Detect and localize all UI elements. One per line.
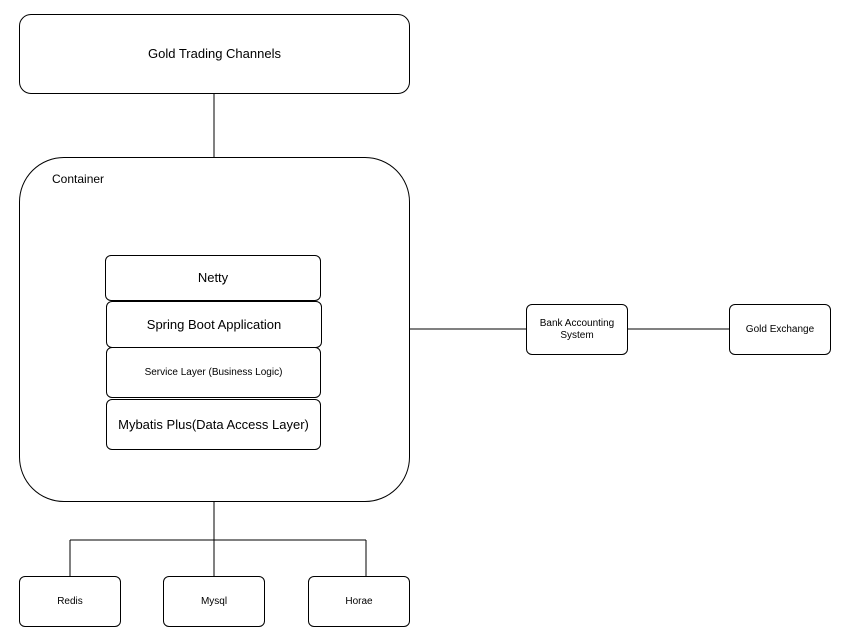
gold-trading-channels-node: Gold Trading Channels	[19, 14, 410, 94]
gold-trading-channels-label: Gold Trading Channels	[148, 46, 281, 62]
gold-exchange-node: Gold Exchange	[729, 304, 831, 355]
redis-label: Redis	[57, 595, 83, 607]
spring-boot-application-layer: Spring Boot Application	[106, 301, 322, 348]
horae-label: Horae	[345, 595, 373, 607]
container-label: Container	[52, 172, 105, 186]
bank-accounting-system-node: Bank Accounting System	[526, 304, 628, 355]
mybatis-plus-layer-label: Mybatis Plus(Data Access Layer)	[118, 416, 309, 432]
service-layer: Service Layer (Business Logic)	[106, 347, 321, 398]
horae-node: Horae	[308, 576, 410, 627]
gold-exchange-label: Gold Exchange	[745, 323, 815, 335]
spring-boot-application-label: Spring Boot Application	[146, 316, 282, 332]
mysql-label: Mysql	[200, 595, 228, 607]
service-layer-label: Service Layer (Business Logic)	[144, 366, 283, 378]
mybatis-plus-layer: Mybatis Plus(Data Access Layer)	[106, 399, 321, 450]
redis-node: Redis	[19, 576, 121, 627]
netty-layer: Netty	[105, 255, 321, 301]
mysql-node: Mysql	[163, 576, 265, 627]
netty-layer-label: Netty	[197, 270, 229, 286]
bank-accounting-system-label: Bank Accounting System	[539, 317, 615, 341]
